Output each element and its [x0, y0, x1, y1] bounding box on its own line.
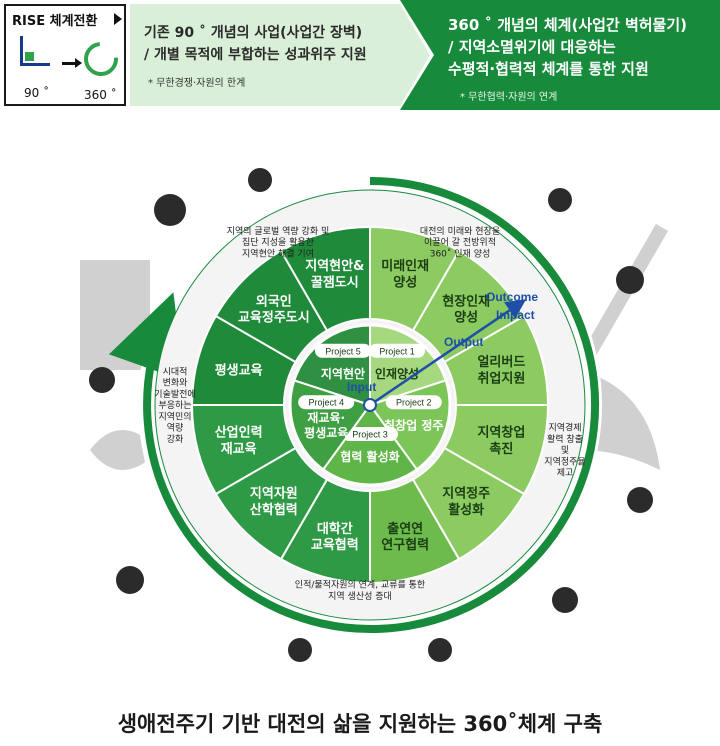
flow-arrow — [369, 299, 527, 407]
top-banner: RISE 체계전환 90 ˚ 360 ˚ 기존 90 ˚ 개념의 사업(사업간 … — [0, 0, 720, 110]
person-silhouette — [154, 194, 186, 226]
project-tag-4: Project 4 — [308, 398, 344, 408]
new-concept-line-1: 360 ˚ 개념의 체계(사업간 벽허물기) — [448, 16, 688, 34]
flow-output-label: Output — [444, 335, 483, 349]
old-concept-line-2: / 개별 목적에 부합하는 성과위주 지원 — [144, 47, 367, 63]
project-tag-pill-3 — [342, 427, 398, 441]
degree-90-label: 90 ˚ — [24, 86, 50, 100]
flow-input-label: Input — [347, 380, 376, 394]
person-silhouette — [288, 638, 312, 662]
circular-arrow-icon — [77, 35, 125, 83]
person-silhouette — [552, 587, 578, 613]
outer-cycle-arrow — [108, 176, 600, 633]
building-silhouette — [80, 260, 150, 370]
project-tag-3: Project 3 — [352, 430, 388, 440]
flow-outcome-label: Outcome — [486, 290, 538, 304]
arrow-right-icon — [62, 58, 82, 68]
project-label-3: 협력 활성화 — [340, 449, 399, 464]
people-silhouettes — [89, 168, 653, 662]
old-concept-note: * 무한경쟁·자원의 한계 — [148, 78, 246, 89]
segment-12 — [279, 225, 371, 332]
flow-impact-label: Impact — [496, 308, 535, 322]
rise-transition-box: RISE 체계전환 90 ˚ 360 ˚ — [4, 4, 126, 106]
segment-label-12: 지역현안&꿀잼도시 — [305, 258, 364, 290]
diagram-caption: 생애전주기 기반 대전의 삶을 지원하는 360˚체계 구축 — [117, 712, 603, 736]
project-ring-border — [288, 323, 452, 487]
person-silhouette — [89, 367, 115, 393]
project-label-1: 인재양성 — [375, 366, 419, 381]
project-tag-1: Project 1 — [379, 346, 415, 356]
rise-title: RISE 체계전환 — [12, 14, 98, 29]
new-concept-line-3: 수평적·협력적 체계를 통한 지원 — [448, 60, 649, 78]
new-concept-line-2: / 지역소멸위기에 대응하는 — [448, 38, 616, 56]
old-concept-line-1: 기존 90 ˚ 개념의 사업(사업간 장벽) — [144, 25, 363, 41]
person-silhouette — [616, 266, 644, 294]
triangle-right-icon — [114, 13, 122, 25]
right-angle-icon — [20, 36, 50, 66]
old-concept-panel: 기존 90 ˚ 개념의 사업(사업간 장벽) / 개별 목적에 부합하는 성과위… — [130, 4, 430, 106]
project-tag-pill-4 — [298, 395, 355, 410]
project-label-5: 지역현안 — [321, 366, 365, 381]
project-label-2: 취창업 정주 — [384, 417, 443, 432]
person-silhouette — [548, 188, 572, 212]
person-silhouette — [428, 638, 452, 662]
project-tag-5: Project 5 — [325, 346, 361, 356]
segment-label-10: 평생교육 — [215, 362, 263, 378]
project-tag-2: Project 2 — [396, 398, 432, 408]
project-tag-pill-5 — [314, 343, 371, 358]
degree-360-label: 360 ˚ — [84, 88, 117, 102]
person-silhouette — [627, 487, 653, 513]
project-tag-pill-2 — [385, 395, 442, 410]
new-concept-note: * 무한협력·자원의 연계 — [460, 92, 558, 103]
project-tag-pill-1 — [369, 343, 426, 358]
new-concept-panel: 360 ˚ 개념의 체계(사업간 벽허물기) / 지역소멸위기에 대응하는 수평… — [400, 0, 720, 110]
flow-origin-dot — [363, 398, 377, 412]
person-silhouette — [116, 566, 144, 594]
project-label-4: 재교육·평생교육 — [304, 410, 348, 440]
person-silhouette — [248, 168, 272, 192]
